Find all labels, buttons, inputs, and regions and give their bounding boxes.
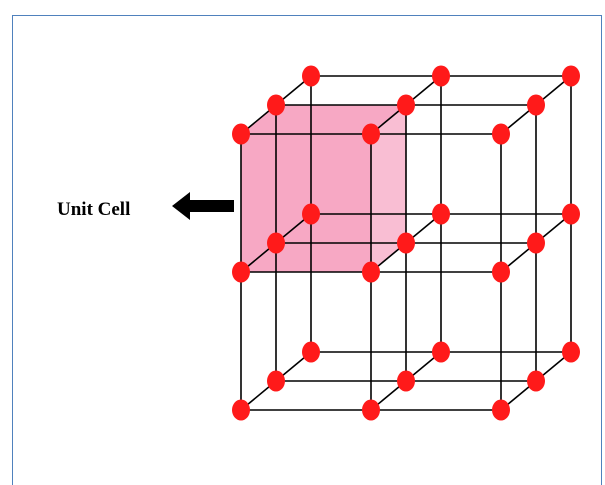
lattice-atom bbox=[302, 65, 320, 87]
lattice-atom bbox=[492, 123, 510, 145]
unit-cell-side-face bbox=[371, 105, 406, 272]
lattice-atom bbox=[397, 370, 415, 392]
lattice-atom bbox=[527, 94, 545, 116]
lattice-atom bbox=[492, 261, 510, 283]
lattice-atom bbox=[562, 341, 580, 363]
lattice-edges bbox=[240, 75, 572, 411]
lattice-atom bbox=[267, 94, 285, 116]
lattice-atom bbox=[397, 232, 415, 254]
unit-cell-front-face bbox=[241, 134, 371, 272]
lattice-atom bbox=[362, 123, 380, 145]
lattice-atom bbox=[397, 94, 415, 116]
figure-frame bbox=[12, 15, 602, 485]
lattice-atom bbox=[232, 399, 250, 421]
left-arrow-icon bbox=[172, 192, 234, 220]
unit-cell-diagram: Unit Cell bbox=[57, 65, 580, 421]
lattice-atom bbox=[232, 261, 250, 283]
lattice-atom bbox=[492, 399, 510, 421]
unit-cell-face-layer bbox=[241, 105, 406, 272]
lattice-atom bbox=[432, 65, 450, 87]
lattice-atom bbox=[302, 341, 320, 363]
lattice-atom bbox=[562, 203, 580, 225]
lattice-atom bbox=[362, 399, 380, 421]
lattice-atom bbox=[267, 370, 285, 392]
lattice-atom bbox=[362, 261, 380, 283]
lattice-atom bbox=[562, 65, 580, 87]
lattice-atoms bbox=[232, 65, 580, 421]
lattice-atom bbox=[527, 370, 545, 392]
lattice-atom bbox=[267, 232, 285, 254]
lattice-atom bbox=[232, 123, 250, 145]
lattice-atom bbox=[527, 232, 545, 254]
lattice-atom bbox=[432, 203, 450, 225]
lattice-atom bbox=[302, 203, 320, 225]
lattice-atom bbox=[432, 341, 450, 363]
unit-cell-label: Unit Cell bbox=[57, 199, 130, 220]
